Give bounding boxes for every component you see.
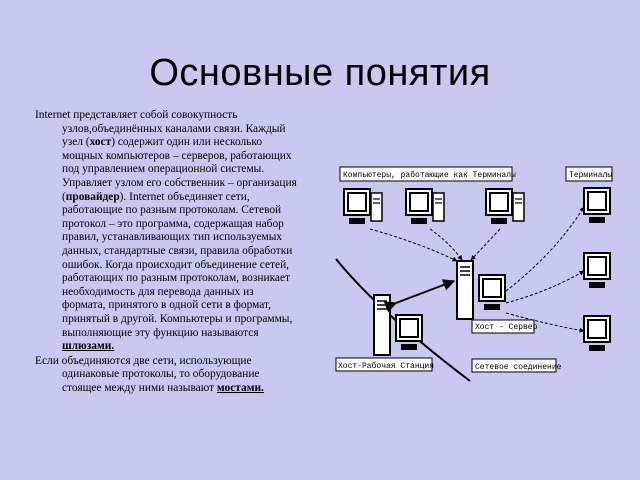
body-text: Internet представляет собой совокупность… (35, 109, 297, 395)
slide-title: Основные понятия (149, 52, 491, 94)
label-host-workstation: Хост-Рабочая Станция (335, 357, 434, 372)
label-computers-terminals-text: Компьютеры, работающие как Терминалы (343, 171, 516, 180)
label-network-connection-text: Сетевое соединение (475, 363, 562, 372)
label-host-workstation-text: Хост-Рабочая Станция (338, 362, 434, 371)
term-host: хост (89, 136, 112, 149)
term-provider: провайдер (65, 190, 120, 203)
label-host-server-text: Хост - Сервер (475, 323, 538, 332)
text-segment: Internet представляет собой совокупность… (35, 109, 286, 149)
text-segment: Если объединяются две сети, использующие… (35, 354, 260, 394)
terminal-2 (583, 252, 611, 289)
host-server (456, 260, 506, 320)
terminal-1 (583, 187, 611, 224)
network-curve (335, 258, 471, 382)
paragraph-bridges: Если объединяются две сети, использующие… (35, 355, 297, 396)
text-segment: ) содержит один или несколько мощных ком… (62, 136, 297, 203)
label-host-server: Хост - Сервер (471, 319, 538, 334)
terminal-3 (583, 315, 611, 352)
host-workstation (373, 294, 423, 356)
dashed-links (369, 206, 585, 333)
computer-terminal-2 (405, 188, 445, 225)
host-link (383, 279, 456, 313)
label-terminals-text: Терминалы (569, 171, 612, 180)
term-bridges: мостами. (216, 381, 264, 394)
paragraph-hosts-protocols: Internet представляет собой совокупность… (35, 109, 297, 354)
label-terminals: Терминалы (565, 166, 613, 182)
label-network-connection: Сетевое соединение (471, 358, 562, 373)
text-segment: ). Internet объединяет сети, работающие … (62, 190, 293, 339)
term-gateways: шлюзами. (62, 340, 115, 353)
computer-terminal-3 (485, 188, 525, 225)
label-computers-terminals: Компьютеры, работающие как Терминалы (339, 166, 516, 182)
network-diagram: Компьютеры, работающие как Терминалы Тер… (335, 166, 613, 382)
computer-terminal-1 (343, 188, 383, 225)
